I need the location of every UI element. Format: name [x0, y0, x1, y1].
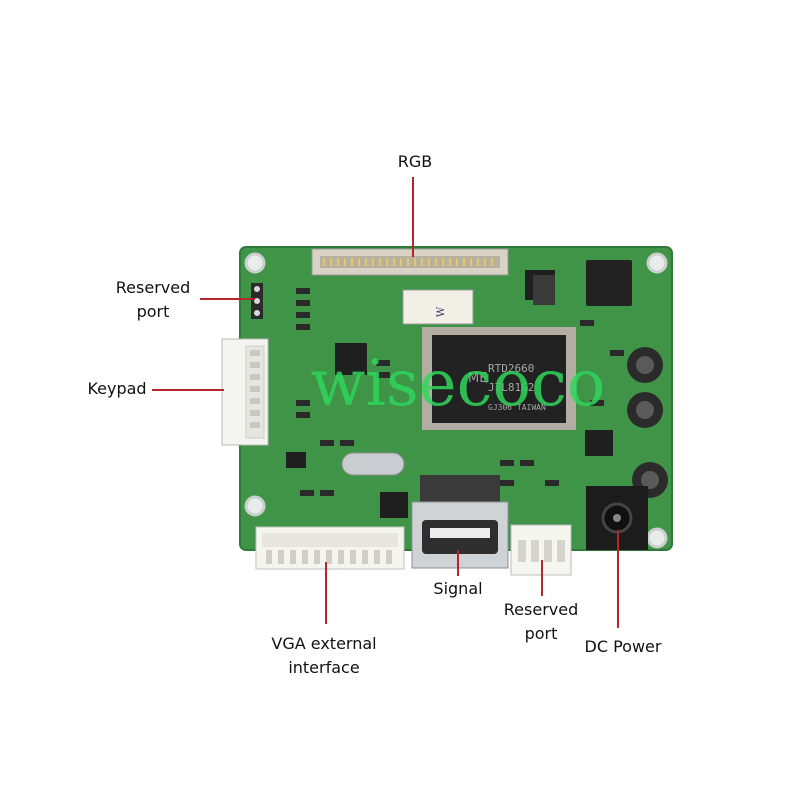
reserved-port-left [251, 283, 263, 319]
label-reserved-port-bottom-line1: Reserved [503, 600, 579, 619]
leader-vga [325, 562, 327, 624]
chip-marking-line: RTD2660 [488, 362, 534, 375]
rgb-connector [311, 248, 509, 276]
mounting-hole [646, 527, 668, 549]
leader-dc-power [617, 530, 619, 628]
label-vga-line2: interface [288, 658, 360, 677]
main-chip: ME [422, 327, 576, 430]
mounting-hole [646, 252, 668, 274]
label-dc-power: DC Power [584, 637, 662, 656]
ic-chips [286, 270, 613, 518]
chip-logo: ME [468, 371, 487, 386]
mounting-hole [244, 495, 266, 517]
keypad-connector [221, 338, 269, 446]
label-keypad: Keypad [87, 379, 147, 398]
label-reserved-port-left-line1: Reserved [115, 278, 191, 297]
mounting-hole [244, 252, 266, 274]
leader-keypad [152, 389, 224, 391]
watermark: wisecoco [311, 347, 606, 421]
board-sticker-text: W [436, 306, 447, 317]
label-reserved-port-left-line2: port [136, 302, 170, 321]
chip-marking-line: GJ306 TAIWAN [488, 403, 546, 412]
leader-signal [457, 550, 459, 576]
label-vga-line1: VGA external [271, 634, 377, 653]
leader-reserved-port-left [200, 298, 255, 300]
inductors [533, 275, 668, 498]
crystal-oscillator [341, 452, 405, 476]
label-rgb: RGB [397, 152, 433, 171]
leader-rgb [412, 177, 414, 257]
label-reserved-port-left: Reserved port [98, 276, 208, 324]
label-signal: Signal [433, 579, 483, 598]
vga-connector [255, 526, 405, 570]
ic-top-right [586, 260, 632, 306]
label-reserved-port-bottom: Reserved port [486, 598, 596, 646]
leader-reserved-port-bottom [541, 560, 543, 596]
hdmi-port [411, 475, 509, 569]
chip-marking-line: J7L81G2 [488, 381, 534, 394]
label-reserved-port-bottom-line2: port [524, 624, 558, 643]
board-sticker [402, 289, 474, 325]
label-vga: VGA external interface [246, 632, 402, 680]
